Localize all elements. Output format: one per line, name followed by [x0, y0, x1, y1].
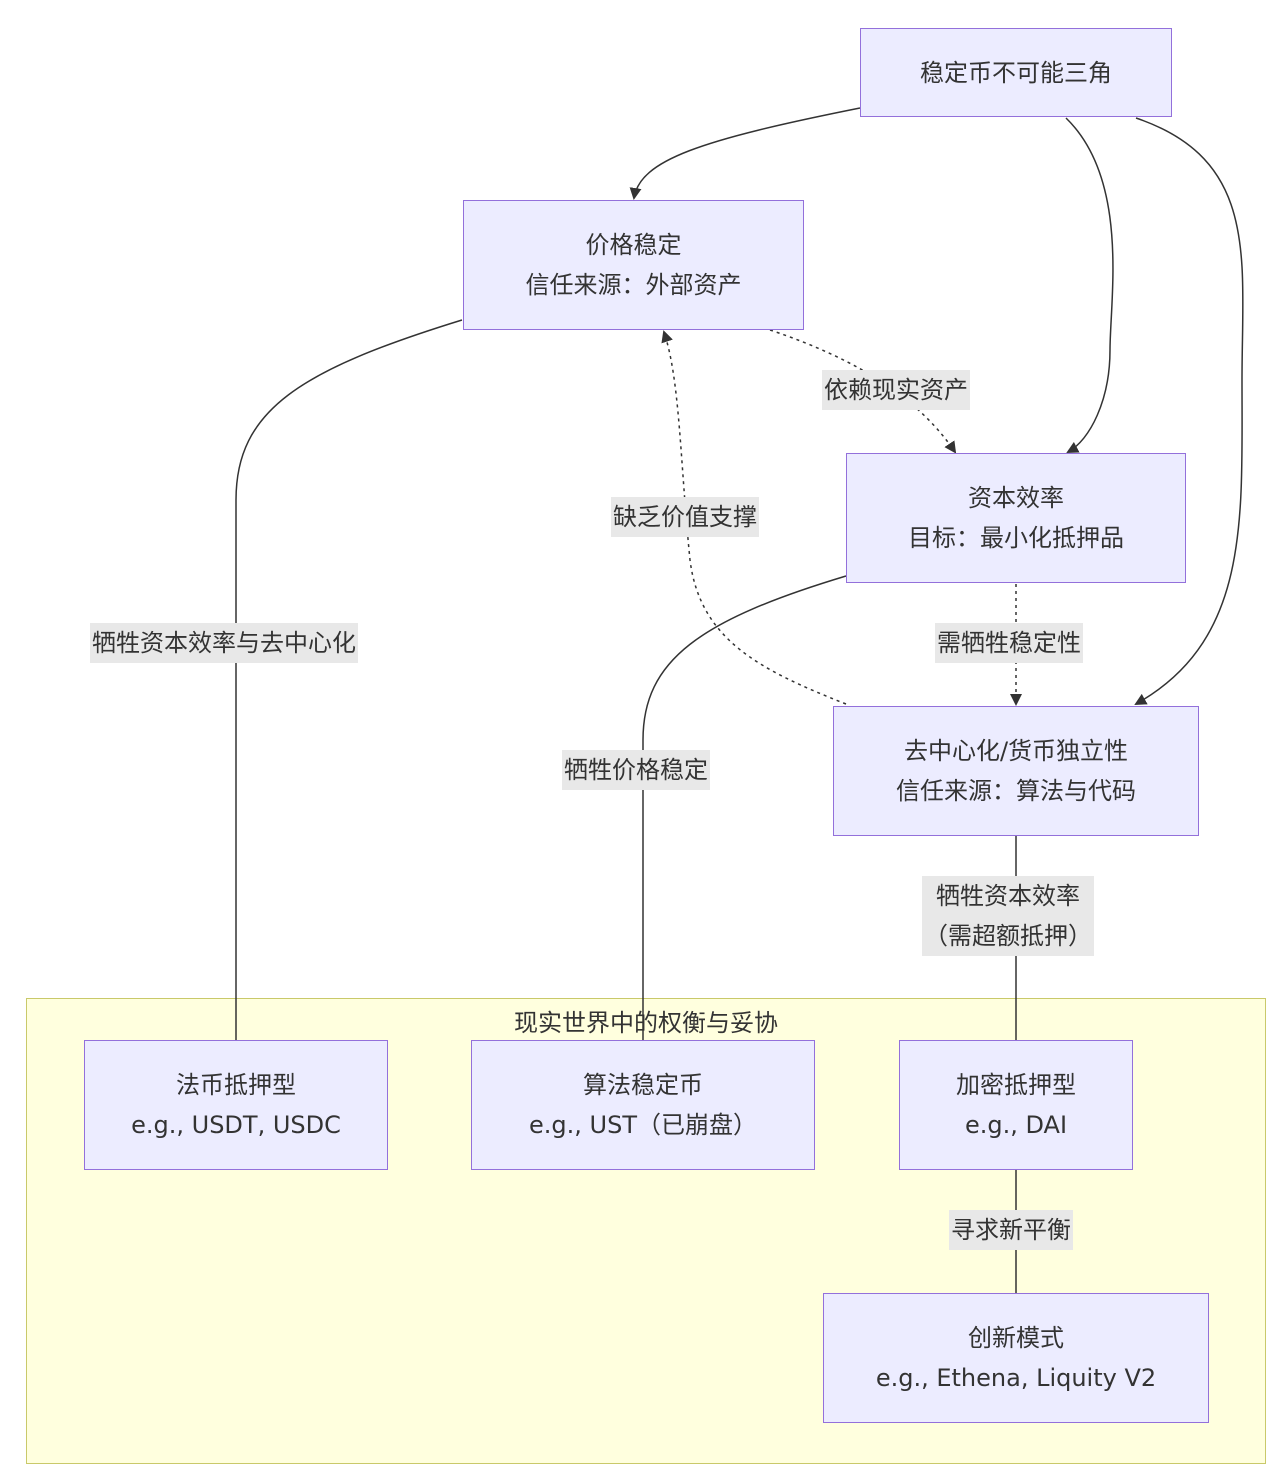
edge-label-sacrifice-capital-decentral: 牺牲资本效率与去中心化 [90, 623, 358, 663]
edge-triangle-capital [1065, 117, 1114, 453]
edge-price-fiat [235, 319, 463, 1040]
edge-label-line: （需超额抵押） [924, 922, 1092, 950]
node-label: 稳定币不可能三角 [920, 58, 1112, 87]
node-label: 算法稳定币 [583, 1071, 703, 1099]
node-crypto-collateral: 加密抵押型 e.g., DAI [899, 1040, 1133, 1170]
node-sublabel: e.g., DAI [964, 1111, 1068, 1139]
edge-label-lack-value-support: 缺乏价值支撑 [611, 497, 759, 537]
node-impossible-triangle: 稳定币不可能三角 [860, 28, 1172, 117]
edge-label-rely-real-assets: 依赖现实资产 [822, 370, 970, 410]
node-label: 法币抵押型 [176, 1071, 296, 1099]
edge-label-sacrifice-price: 牺牲价格稳定 [562, 750, 710, 790]
edge-triangle-price [629, 107, 861, 200]
edge-label-seek-balance: 寻求新平衡 [949, 1210, 1073, 1250]
edge-decentral-price [661, 330, 847, 705]
node-sublabel: 信任来源：算法与代码 [896, 777, 1136, 805]
node-sublabel: e.g., USDT, USDC [131, 1111, 341, 1139]
node-label: 资本效率 [968, 484, 1064, 512]
cluster-title: 现实世界中的权衡与妥协 [514, 1009, 778, 1037]
node-sublabel: 目标：最小化抵押品 [908, 524, 1124, 552]
edge-capital-algo [642, 575, 847, 1040]
node-sublabel: e.g., UST（已崩盘） [529, 1111, 757, 1139]
node-sublabel: e.g., Ethena, Liquity V2 [875, 1364, 1157, 1392]
node-sublabel: 信任来源：外部资产 [525, 271, 742, 299]
node-label: 加密抵押型 [956, 1071, 1076, 1099]
node-label: 去中心化/货币独立性 [903, 737, 1129, 765]
node-capital-efficiency: 资本效率 目标：最小化抵押品 [846, 453, 1186, 583]
node-decentralization: 去中心化/货币独立性 信任来源：算法与代码 [833, 706, 1199, 836]
node-label: 价格稳定 [585, 231, 682, 259]
edge-label-line: 牺牲资本效率 [936, 882, 1080, 910]
edge-triangle-decentral [1134, 117, 1244, 705]
node-algorithmic-stablecoin: 算法稳定币 e.g., UST（已崩盘） [471, 1040, 815, 1170]
node-label: 创新模式 [968, 1324, 1064, 1352]
edge-label-sacrifice-capital: 牺牲资本效率 （需超额抵押） [922, 876, 1094, 956]
node-innovative-model: 创新模式 e.g., Ethena, Liquity V2 [823, 1293, 1209, 1423]
node-fiat-collateral: 法币抵押型 e.g., USDT, USDC [84, 1040, 388, 1170]
node-price-stability: 价格稳定 信任来源：外部资产 [463, 200, 804, 330]
edge-label-sacrifice-stability: 需牺牲稳定性 [935, 623, 1083, 663]
